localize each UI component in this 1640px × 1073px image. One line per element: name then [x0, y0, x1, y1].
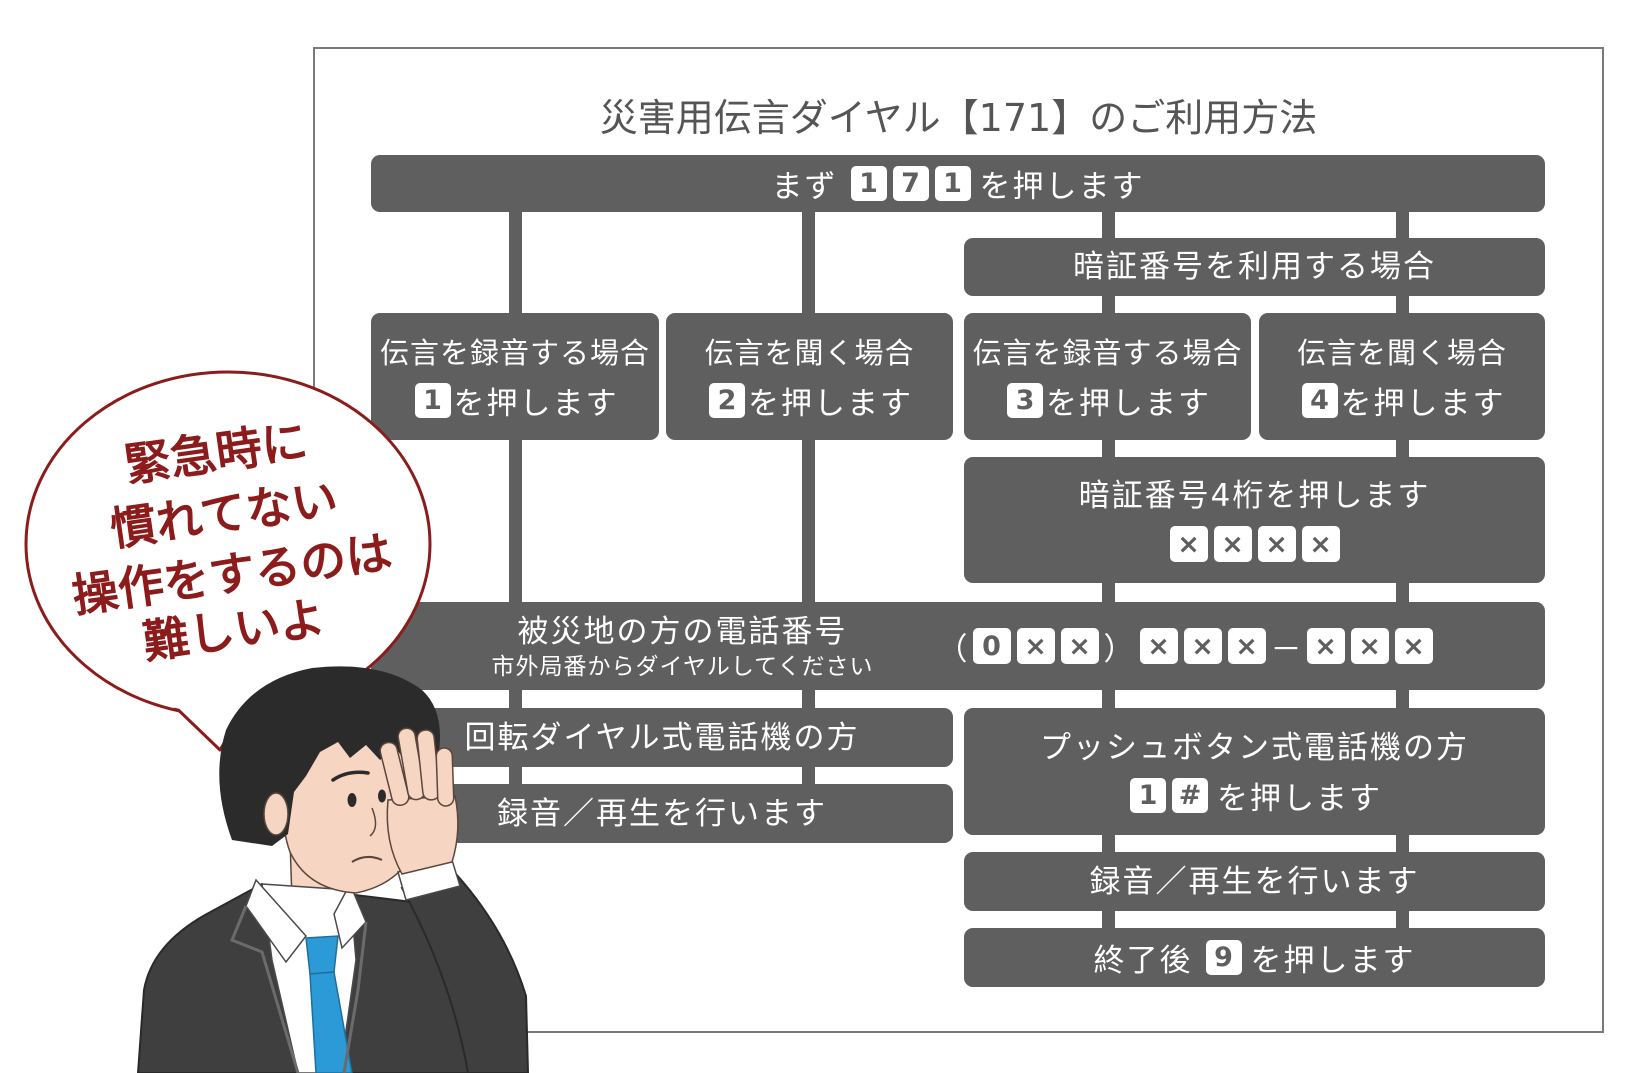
eye-left [348, 793, 357, 807]
tie-knot [306, 936, 338, 974]
eye-right [378, 790, 386, 803]
finger [436, 748, 454, 807]
ear [264, 793, 288, 835]
palm [387, 796, 458, 874]
